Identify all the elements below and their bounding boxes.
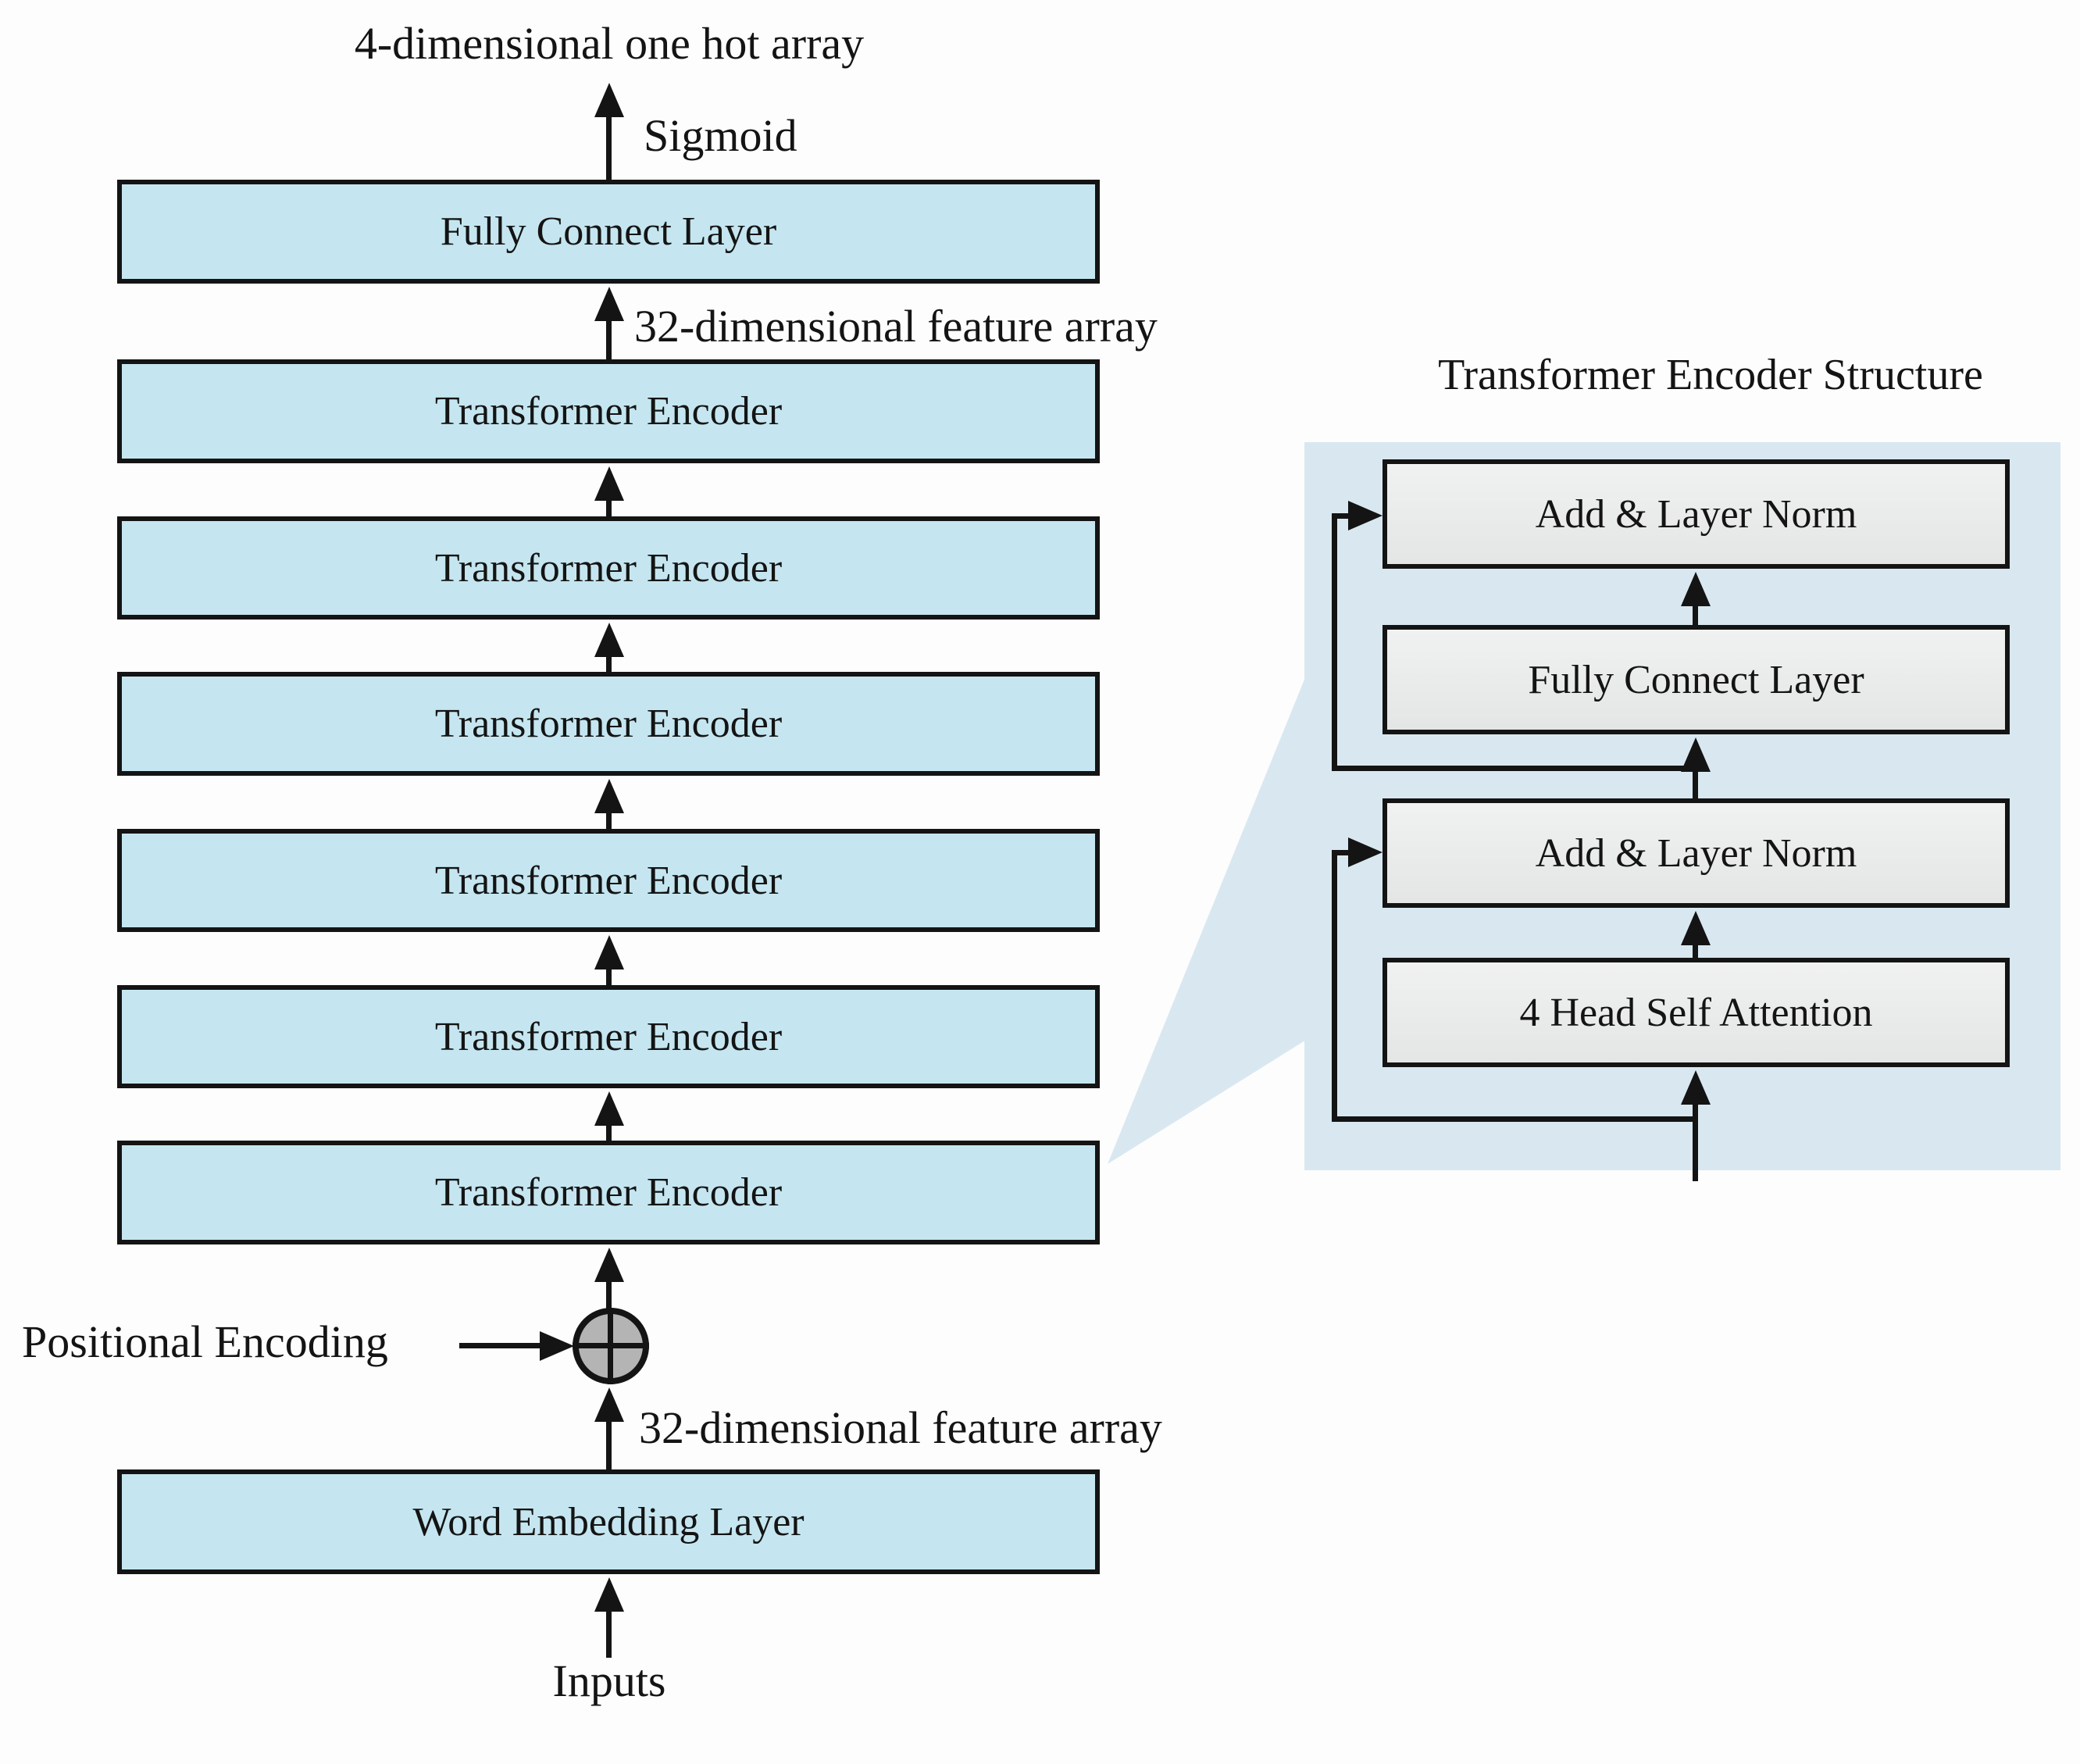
add-layer-norm-bottom-box: Add & Layer Norm — [1383, 798, 2010, 908]
connector-line — [1693, 1103, 1698, 1181]
transformer-encoder-box: Transformer Encoder — [117, 829, 1100, 932]
transformer-encoder-label: Transformer Encoder — [434, 545, 783, 591]
up-arrowhead-icon — [594, 779, 624, 813]
residual-line — [1332, 850, 1337, 1122]
right-arrowhead-icon — [1348, 837, 1383, 867]
zoom-wedge-shape — [1108, 672, 1308, 1164]
up-arrowhead-icon — [594, 83, 624, 117]
add-layer-norm-bottom-label: Add & Layer Norm — [1535, 830, 1857, 876]
connector-line — [606, 812, 612, 829]
residual-line — [1332, 513, 1337, 771]
self-attention-box: 4 Head Self Attention — [1383, 958, 2010, 1067]
sigmoid-label: Sigmoid — [644, 110, 797, 161]
up-arrowhead-icon — [594, 1091, 624, 1126]
connector-line — [459, 1343, 541, 1348]
connector-line — [606, 1280, 612, 1309]
connector-line — [606, 1124, 612, 1141]
connector-line — [606, 320, 612, 359]
residual-line — [1332, 513, 1355, 519]
fully-connect-layer-box: Fully Connect Layer — [117, 180, 1100, 284]
transformer-encoder-label: Transformer Encoder — [434, 858, 783, 903]
up-arrowhead-icon — [594, 1387, 624, 1422]
connector-line — [606, 1420, 612, 1469]
right-arrowhead-icon — [1348, 501, 1383, 530]
transformer-encoder-label: Transformer Encoder — [434, 702, 783, 746]
positional-encoding-label: Positional Encoding — [22, 1316, 388, 1367]
connector-line — [606, 499, 612, 516]
feature-array-top-label: 32-dimensional feature array — [634, 301, 1158, 352]
up-arrowhead-icon — [1681, 911, 1711, 945]
inputs-label: Inputs — [552, 1655, 666, 1706]
fully-connect-layer-detail-label: Fully Connect Layer — [1528, 657, 1864, 702]
connector-line — [606, 116, 612, 180]
transformer-encoder-box: Transformer Encoder — [117, 359, 1100, 463]
transformer-encoder-box: Transformer Encoder — [117, 516, 1100, 620]
transformer-encoder-label: Transformer Encoder — [434, 1170, 783, 1215]
residual-line — [1332, 766, 1695, 771]
right-arrowhead-icon — [540, 1331, 574, 1361]
transformer-encoder-box: Transformer Encoder — [117, 672, 1100, 776]
up-arrowhead-icon — [594, 935, 624, 969]
self-attention-label: 4 Head Self Attention — [1519, 990, 1873, 1035]
connector-line — [1693, 605, 1698, 625]
up-arrowhead-icon — [594, 1248, 624, 1282]
up-arrowhead-icon — [1681, 1070, 1711, 1105]
up-arrowhead-icon — [1681, 572, 1711, 606]
transformer-encoder-label: Transformer Encoder — [434, 1014, 783, 1059]
connector-line — [1693, 944, 1698, 958]
residual-line — [1332, 1116, 1695, 1122]
fully-connect-layer-detail-box: Fully Connect Layer — [1383, 625, 2010, 734]
encoder-structure-title: Transformer Encoder Structure — [1438, 351, 1983, 399]
connector-line — [606, 968, 612, 985]
transformer-encoder-box: Transformer Encoder — [117, 1141, 1100, 1244]
up-arrowhead-icon — [594, 287, 624, 321]
add-layer-norm-top-box: Add & Layer Norm — [1383, 459, 2010, 569]
add-layer-norm-top-label: Add & Layer Norm — [1535, 491, 1857, 537]
connector-line — [606, 1610, 612, 1658]
transformer-encoder-box: Transformer Encoder — [117, 985, 1100, 1088]
up-arrowhead-icon — [594, 466, 624, 501]
up-arrowhead-icon — [594, 623, 624, 657]
word-embedding-layer-box: Word Embedding Layer — [117, 1469, 1100, 1574]
up-arrowhead-icon — [594, 1577, 624, 1612]
transformer-encoder-label: Transformer Encoder — [434, 389, 783, 434]
output-array-label: 4-dimensional one hot array — [354, 18, 865, 69]
residual-line — [1332, 850, 1355, 855]
fully-connect-layer-label: Fully Connect Layer — [440, 209, 777, 254]
feature-array-bottom-label: 32-dimensional feature array — [639, 1402, 1162, 1453]
connector-line — [606, 655, 612, 672]
word-embedding-layer-label: Word Embedding Layer — [412, 1499, 805, 1544]
connector-line — [1693, 770, 1698, 798]
plus-vertical-stroke — [608, 1308, 613, 1384]
